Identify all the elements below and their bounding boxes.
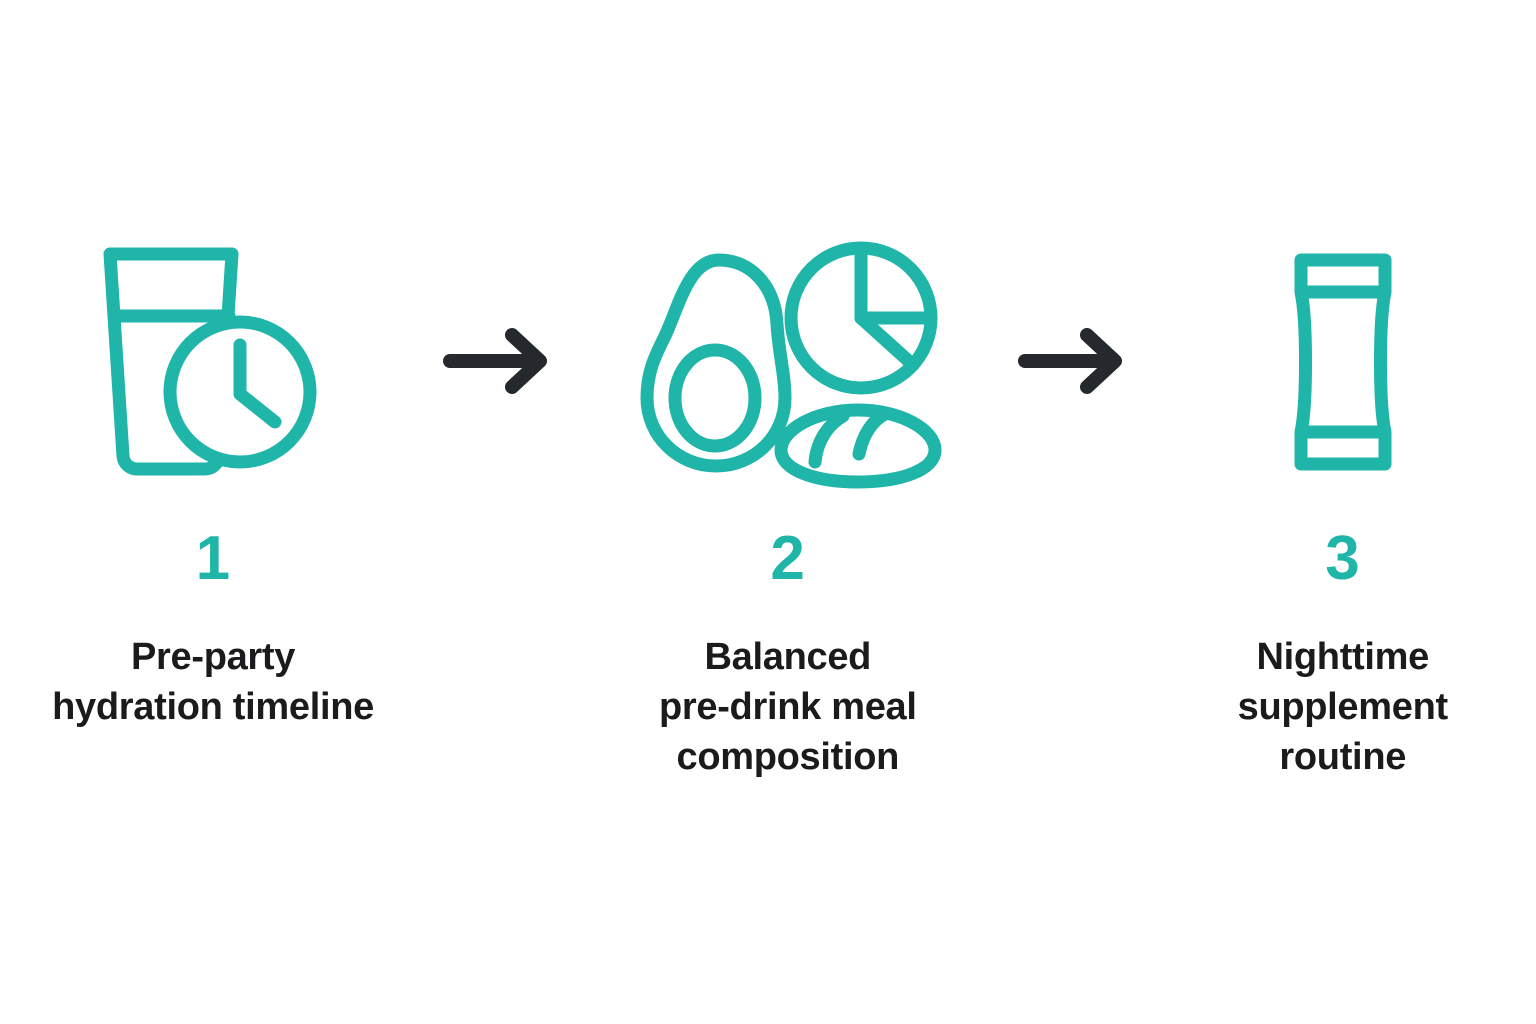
step-1: 1 Pre-party hydration timeline <box>0 0 426 732</box>
step-2-number: 2 <box>770 524 806 593</box>
step-1-icon <box>88 232 338 490</box>
arrow-head <box>1080 328 1123 394</box>
step-3: 3 Nighttime supplement routine <box>1150 0 1536 782</box>
step-1-number: 1 <box>195 524 231 593</box>
step-2-icon <box>633 232 943 490</box>
step-2-label: Balanced pre-drink meal composition <box>658 636 917 779</box>
arrow-right-icon <box>1018 328 1123 394</box>
sachet-body <box>1294 253 1392 471</box>
arrow-head <box>505 328 548 394</box>
connector-1 <box>426 0 575 490</box>
connector-2 <box>1001 0 1150 490</box>
bread-score-left <box>808 409 850 469</box>
supplement-sachet-icon <box>1294 253 1392 471</box>
clock-hands <box>233 338 282 429</box>
avocado-pie-chart-bread-icon <box>640 241 942 489</box>
bread-loaf-outline <box>774 403 942 489</box>
avocado-half <box>640 253 792 473</box>
step-2: 2 Balanced pre-drink meal composition <box>575 0 1001 782</box>
step-3-label: Nighttime supplement routine <box>1237 636 1449 779</box>
step-3-icon <box>1283 232 1403 490</box>
avocado-pit <box>668 343 762 453</box>
step-3-number: 3 <box>1325 524 1361 593</box>
pie-slice-divider-lower <box>854 311 920 372</box>
step-1-label: Pre-party hydration timeline <box>52 636 374 729</box>
bread-score-right <box>852 407 892 461</box>
arrow-right-icon <box>443 328 548 394</box>
water-glass-with-clock-icon <box>103 247 317 476</box>
